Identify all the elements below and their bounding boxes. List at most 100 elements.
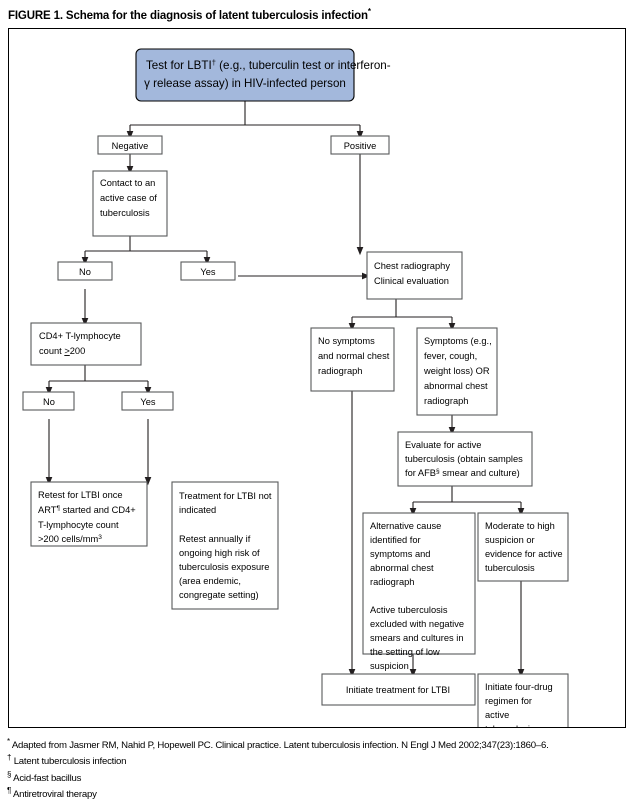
footnote-item: * Adapted from Jasmer RM, Nahid P, Hopew… [7, 736, 641, 752]
node-contact-active-case-box[interactable] [92, 170, 168, 237]
node-cd4-count[interactable]: CD4+ T-lymphocyte count >200 [30, 322, 142, 366]
figure-title-text: FIGURE 1. Schema for the diagnosis of la… [8, 9, 368, 22]
node-mod-line0: Moderate to high [485, 521, 555, 531]
node-initiate-four-drug[interactable]: Initiate four-drug regimen for active tu… [477, 673, 569, 727]
footnote-text: Acid-fast bacillus [13, 772, 82, 784]
footnote-item: † Latent tuberculosis infection [7, 752, 641, 768]
footnote-text: Antiretroviral therapy [13, 789, 97, 801]
node-contact-yes-box[interactable] [180, 261, 236, 281]
footnotes: * Adapted from Jasmer RM, Nahid P, Hopew… [7, 736, 641, 802]
node-retest-after-art-box[interactable] [30, 481, 148, 547]
node-initiate-ltbi-box[interactable] [321, 673, 476, 706]
node-test-for-ltbi-box[interactable] [135, 48, 355, 102]
footnote-item: ¶ Antiretroviral therapy [7, 785, 641, 801]
node-alt-line1: identified for [370, 535, 421, 545]
node-retest-line0: Retest for LTBI once [38, 490, 123, 500]
node-chest-radiography[interactable]: Chest radiography Clinical evaluation [366, 251, 463, 300]
figure-frame: Test for LBTI† (e.g., tuberculin test or… [8, 28, 626, 728]
node-alt-line0: Alternative cause [370, 521, 441, 531]
node-alt-line6: Active tuberculosis [370, 605, 448, 615]
footnote-text: Latent tuberculosis infection [13, 756, 127, 768]
node-initiate-ltbi-label: Initiate treatment for LTBI [346, 685, 450, 695]
footnote-mark: * [7, 737, 10, 746]
node-chest-line1: Clinical evaluation [374, 276, 449, 286]
node-no-symptoms-box[interactable] [310, 327, 395, 392]
node-negative[interactable]: Negative [97, 135, 163, 155]
node-alternative-cause-box[interactable] [362, 512, 476, 655]
node-four-drug-line3: tuberculosis [485, 724, 535, 727]
connector-group [45, 101, 525, 678]
node-evaluate-active-tb-box[interactable] [397, 431, 533, 487]
node-negative-label: Negative [112, 141, 149, 151]
node-no-symptoms-line2: radiograph [318, 366, 362, 376]
node-four-drug-line2: active [485, 710, 509, 720]
node-positive-box[interactable] [330, 135, 390, 155]
node-chest-line0: Chest radiography [374, 261, 450, 271]
node-initiate-treatment-ltbi[interactable]: Initiate treatment for LTBI [321, 673, 476, 706]
node-test-for-ltbi[interactable]: Test for LBTI† (e.g., tuberculin test or… [135, 48, 391, 102]
node-alternative-cause[interactable]: Alternative cause identified for symptom… [362, 512, 476, 671]
node-contact-no-label: No [79, 267, 91, 277]
node-contact-no[interactable]: No [57, 261, 113, 281]
node-initiate-four-drug-box[interactable] [477, 673, 569, 727]
node-treatment-not-indicated[interactable]: Treatment for LTBI not indicated Retest … [171, 481, 279, 610]
node-evaluate-active-tb[interactable]: Evaluate for active tuberculosis (obtain… [397, 431, 533, 487]
node-symptoms-line4: radiograph [424, 396, 468, 406]
footnote-item: § Acid-fast bacillus [7, 769, 641, 785]
node-cd4-yes[interactable]: Yes [121, 391, 174, 411]
node-mod-line3: tuberculosis [485, 563, 535, 573]
node-moderate-high-suspicion[interactable]: Moderate to high suspicion or evidence f… [477, 512, 569, 582]
footnote-mark: † [7, 753, 12, 763]
node-retest-line3: >200 cells/mm3 [38, 534, 102, 544]
node-symptoms[interactable]: Symptoms (e.g., fever, cough, weight los… [416, 327, 498, 416]
node-no-symptoms[interactable]: No symptoms and normal chest radiograph [310, 327, 395, 392]
node-symptoms-line0: Symptoms (e.g., [424, 336, 492, 346]
node-contact-line2: tuberculosis [100, 208, 150, 218]
node-no-symptoms-line0: No symptoms [318, 336, 375, 346]
node-alt-line4: radiograph [370, 577, 414, 587]
node-not-indicated-line1: indicated [179, 505, 216, 515]
node-chest-radiography-box[interactable] [366, 251, 463, 300]
node-positive-label: Positive [344, 141, 377, 151]
node-not-indicated-line5: tuberculosis exposure [179, 562, 269, 572]
node-alt-line9: the setting of low [370, 647, 440, 657]
node-retest-line2: T-lymphocyte count [38, 520, 119, 530]
node-cd4-line1: count >200 [39, 346, 85, 356]
node-mod-line1: suspicion or [485, 535, 535, 545]
node-retest-after-art[interactable]: Retest for LTBI once ART¶ started and CD… [30, 481, 148, 547]
node-cd4-count-box[interactable] [30, 322, 142, 366]
node-cd4-yes-label: Yes [140, 397, 156, 407]
node-test-for-ltbi-line0: Test for LBTI† (e.g., tuberculin test or… [146, 58, 391, 72]
node-cd4-no-box[interactable] [22, 391, 75, 411]
node-not-indicated-line0: Treatment for LTBI not [179, 491, 272, 501]
node-symptoms-line3: abnormal chest [424, 381, 488, 391]
node-treatment-not-indicated-box[interactable] [171, 481, 279, 610]
node-contact-yes-label: Yes [200, 267, 216, 277]
node-positive[interactable]: Positive [330, 135, 390, 155]
node-symptoms-line1: fever, cough, [424, 351, 477, 361]
node-symptoms-line2: weight loss) OR [423, 366, 490, 376]
node-cd4-no[interactable]: No [22, 391, 75, 411]
footnote-text: Adapted from Jasmer RM, Nahid P, Hopewel… [11, 740, 549, 752]
node-alt-line3: abnormal chest [370, 563, 434, 573]
node-not-indicated-line3: Retest annually if [179, 534, 251, 544]
page-title: FIGURE 1. Schema for the diagnosis of la… [8, 7, 371, 22]
node-retest-line1: ART¶ started and CD4+ [38, 505, 136, 515]
node-no-symptoms-line1: and normal chest [318, 351, 390, 361]
node-contact-yes[interactable]: Yes [180, 261, 236, 281]
node-symptoms-box[interactable] [416, 327, 498, 416]
node-alt-line7: excluded with negative [370, 619, 464, 629]
node-evaluate-line0: Evaluate for active [405, 440, 481, 450]
node-cd4-yes-box[interactable] [121, 391, 174, 411]
node-contact-no-box[interactable] [57, 261, 113, 281]
node-contact-line1: active case of [100, 193, 157, 203]
node-not-indicated-line7: congregate setting) [179, 590, 259, 600]
node-cd4-no-label: No [43, 397, 55, 407]
flowchart: Test for LBTI† (e.g., tuberculin test or… [22, 48, 569, 727]
node-contact-line0: Contact to an [100, 178, 155, 188]
node-four-drug-line0: Initiate four-drug [485, 682, 553, 692]
node-negative-box[interactable] [97, 135, 163, 155]
node-cd4-line0: CD4+ T-lymphocyte [39, 331, 121, 341]
node-moderate-high-box[interactable] [477, 512, 569, 582]
node-contact-active-case[interactable]: Contact to an active case of tuberculosi… [92, 170, 168, 237]
